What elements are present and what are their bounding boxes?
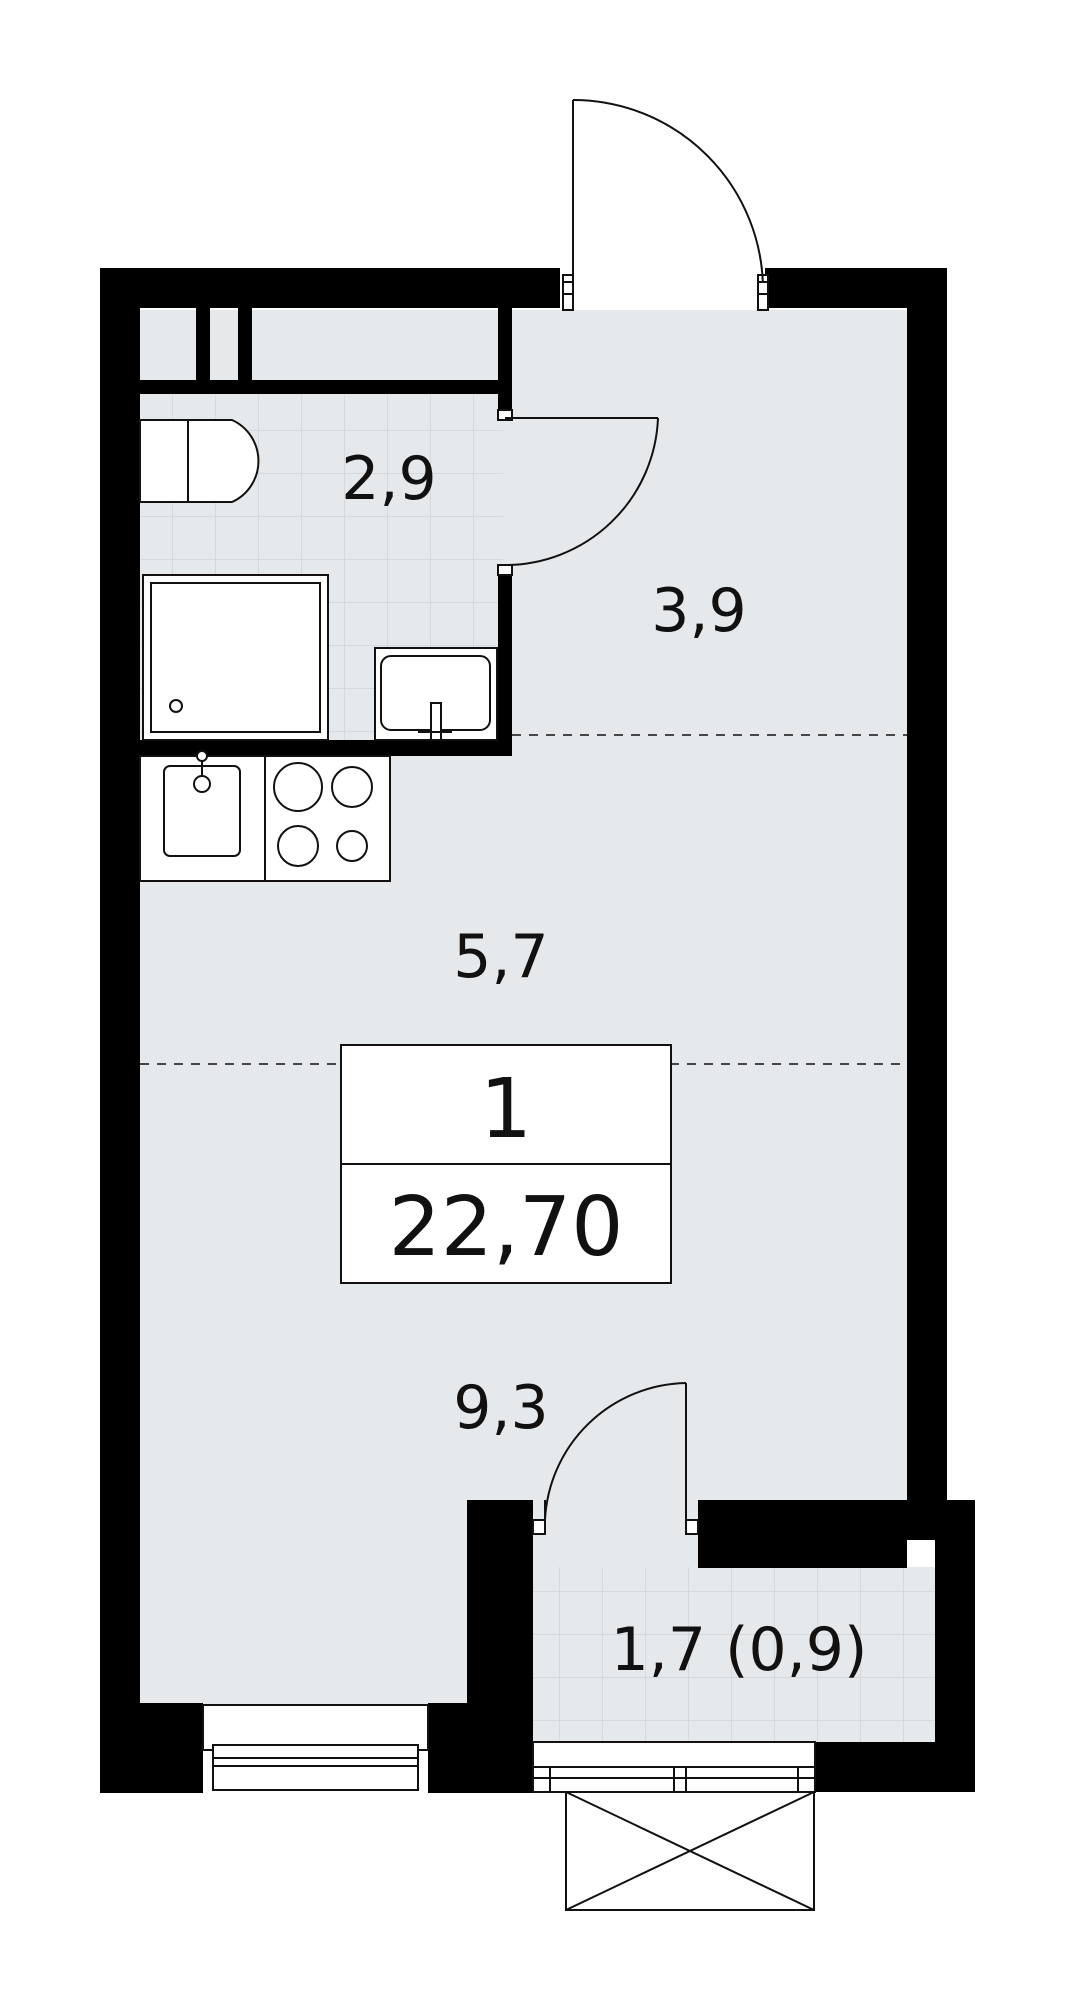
balcony-area-label: 1,7 (0,9) — [611, 1615, 868, 1685]
shower-icon — [142, 574, 329, 741]
living-area-label: 9,3 — [453, 1373, 548, 1443]
balcony-door-icon[interactable] — [532, 1382, 699, 1535]
room-count: 1 — [480, 1062, 532, 1157]
bathroom-area-label: 2,9 — [341, 444, 436, 514]
window-icon — [202, 1704, 429, 1791]
hallway-area-label: 3,9 — [651, 576, 746, 646]
stove-icon — [264, 755, 391, 882]
kitchen-sink-icon — [139, 750, 266, 882]
walls — [100, 268, 975, 1793]
living-lower-floor — [140, 1500, 470, 1710]
kitchen-area-label: 5,7 — [453, 922, 548, 992]
balcony-window-icon — [532, 1741, 816, 1793]
entrance-door-icon[interactable] — [562, 99, 769, 311]
total-area: 22,70 — [389, 1180, 624, 1275]
toilet-icon — [139, 419, 260, 503]
summary-box: 1 22,70 — [340, 1044, 672, 1284]
bathroom-door-icon[interactable] — [497, 409, 659, 576]
balcony-floor — [533, 1567, 943, 1742]
bathroom-sink-icon — [374, 647, 498, 741]
balcony-extension-icon — [565, 1791, 815, 1911]
